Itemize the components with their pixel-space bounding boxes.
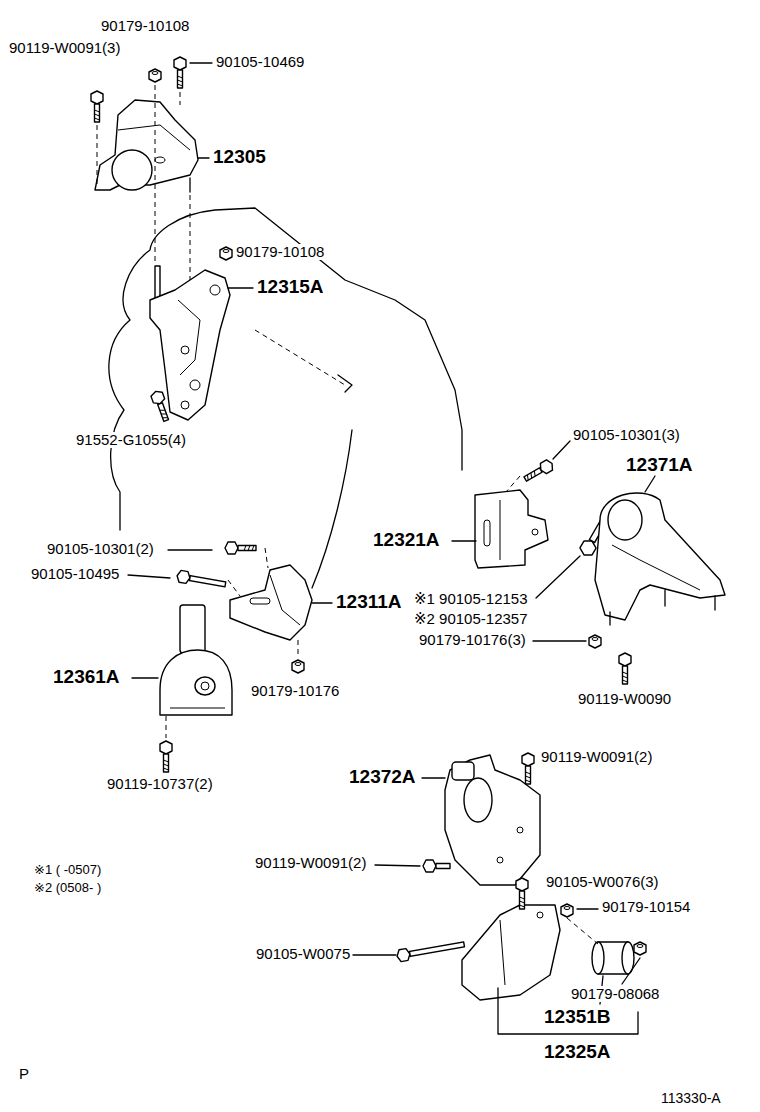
- part-number: 90105-10301(3): [572, 427, 681, 443]
- assembly-number: 12321A: [372, 530, 441, 550]
- part-number: 90179-10154: [601, 899, 691, 915]
- part-number: 90119-10737(2): [106, 776, 214, 792]
- part-number: 90119-W0091(3): [8, 40, 121, 56]
- part-number: ※2 90105-12357: [413, 611, 529, 627]
- part-number: 91552-G1055(4): [75, 432, 187, 448]
- assembly-number: 12361A: [52, 667, 121, 687]
- note: ※2 (0508- ): [33, 881, 102, 895]
- assembly-number: 12305: [212, 147, 267, 167]
- part-number: 90179-10176: [250, 683, 340, 699]
- figure-number: 113330-A: [660, 1091, 722, 1106]
- part-number: 90105-10469: [215, 54, 305, 70]
- part-number: 90119-W0091(2): [540, 749, 653, 765]
- part-number: 90119-W0091(2): [254, 855, 367, 871]
- assembly-number: 12371A: [625, 455, 694, 475]
- part-number: 90105-W0076(3): [545, 874, 660, 890]
- part-number: 90119-W0090: [577, 691, 672, 707]
- assembly-number: 12311A: [335, 592, 403, 612]
- part-number: 90105-W0075: [255, 946, 351, 962]
- part-number: 90105-10301(2): [46, 541, 155, 557]
- part-number: 90179-10108: [100, 18, 190, 34]
- assembly-number: 12325A: [543, 1042, 612, 1062]
- note: ※1 ( -0507): [33, 863, 102, 877]
- page-mark: P: [18, 1066, 30, 1082]
- part-number: 90105-10495: [30, 566, 120, 582]
- assembly-number: 12315A: [256, 277, 325, 297]
- part-number: 90179-10108: [235, 244, 325, 260]
- part-number: ※1 90105-12153: [413, 591, 529, 607]
- assembly-number: 12372A: [348, 767, 417, 787]
- part-number: 90179-08068: [570, 986, 660, 1002]
- assembly-number: 12351B: [543, 1007, 612, 1027]
- part-number: 90179-10176(3): [418, 632, 527, 648]
